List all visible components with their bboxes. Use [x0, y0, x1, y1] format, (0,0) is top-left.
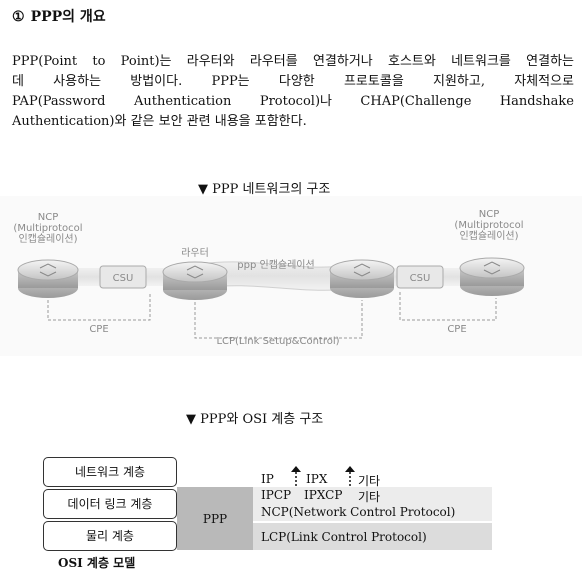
- lcp-label: LCP(Link Control Protocol): [261, 530, 427, 544]
- ncp-left-line3: 인캡슐레이션): [18, 233, 77, 245]
- protocol-ipxcp: IPXCP: [304, 488, 343, 502]
- ncp-left-line1: NCP: [38, 212, 59, 223]
- ncp-right-line3: 인캡슐레이션): [459, 230, 518, 242]
- ppp-block: [177, 487, 253, 550]
- protocol-other-top: 기타: [358, 474, 381, 488]
- csu-box-right: CSU: [396, 265, 444, 289]
- protocol-ipcp: IPCP: [261, 488, 292, 502]
- physical-layer-box: 물리 계층: [43, 521, 177, 551]
- osi-diagram-caption: ▼ PPP와 OSI 계층 구조: [186, 412, 324, 427]
- protocol-other-bottom: 기타: [358, 490, 381, 504]
- up-arrow-icon: [345, 466, 355, 486]
- paragraph-line-3: PAP(Password Authentication Protocol)나 C…: [12, 94, 574, 109]
- osi-model-label: OSI 계층 모델: [58, 556, 136, 570]
- csu-left-label: CSU: [113, 273, 134, 284]
- paragraph-line-2: 데 사용하는 방법이다. PPP는 다양한 프로토콜을 지원하고, 자체적으로: [12, 74, 574, 89]
- ncp-label: NCP(Network Control Protocol): [261, 505, 456, 519]
- section-heading: ① PPP의 개요: [12, 6, 106, 26]
- cpe-right-bracket: [399, 292, 497, 321]
- cpe-left-bracket: [47, 292, 151, 321]
- encapsulation-label: ppp 인캡슐레이션: [237, 259, 314, 271]
- up-arrow-icon: [291, 466, 301, 486]
- section-title: PPP의 개요: [30, 9, 106, 25]
- datalink-layer-box: 데이터 링크 계층: [43, 489, 177, 519]
- ncp-right-line2: (Multiprotocol: [454, 220, 523, 231]
- lcp-band: [253, 523, 492, 550]
- cpe-right-label: CPE: [447, 324, 466, 335]
- cpe-left-label: CPE: [89, 324, 108, 335]
- paragraph-line-4: Authentication)와 같은 보안 관련 내용을 포함한다.: [12, 114, 307, 129]
- ncp-left-line2: (Multiprotocol: [13, 223, 82, 234]
- section-number: ①: [12, 9, 25, 25]
- ncp-right-line1: NCP: [479, 209, 500, 220]
- network-layer-box: 네트워크 계층: [43, 457, 177, 487]
- router-label: 라우터: [181, 247, 209, 259]
- ppp-network-diagram: CSU CSU NCP (Multiprotocol 인캡슐레이션) NCP (…: [0, 196, 582, 356]
- router-icon-left: [17, 259, 79, 298]
- lcp-bracket: [194, 300, 363, 339]
- network-diagram-caption: ▼ PPP 네트워크의 구조: [198, 182, 331, 197]
- csu-box-left: CSU: [99, 265, 147, 289]
- router-icon-center-right: [329, 259, 395, 298]
- paragraph-line-1: PPP(Point to Point)는 라우터와 라우터를 연결하거나 호스트…: [12, 54, 574, 69]
- csu-right-label: CSU: [410, 273, 431, 284]
- protocol-ipx: IPX: [306, 472, 328, 486]
- ncp-band: [253, 487, 492, 521]
- lcp-link-label: LCP(Link Setup&Control): [216, 336, 339, 347]
- ppp-label: PPP: [202, 512, 228, 526]
- router-icon-center-left: [162, 261, 228, 300]
- router-icon-right: [459, 257, 525, 296]
- protocol-ip: IP: [261, 472, 274, 486]
